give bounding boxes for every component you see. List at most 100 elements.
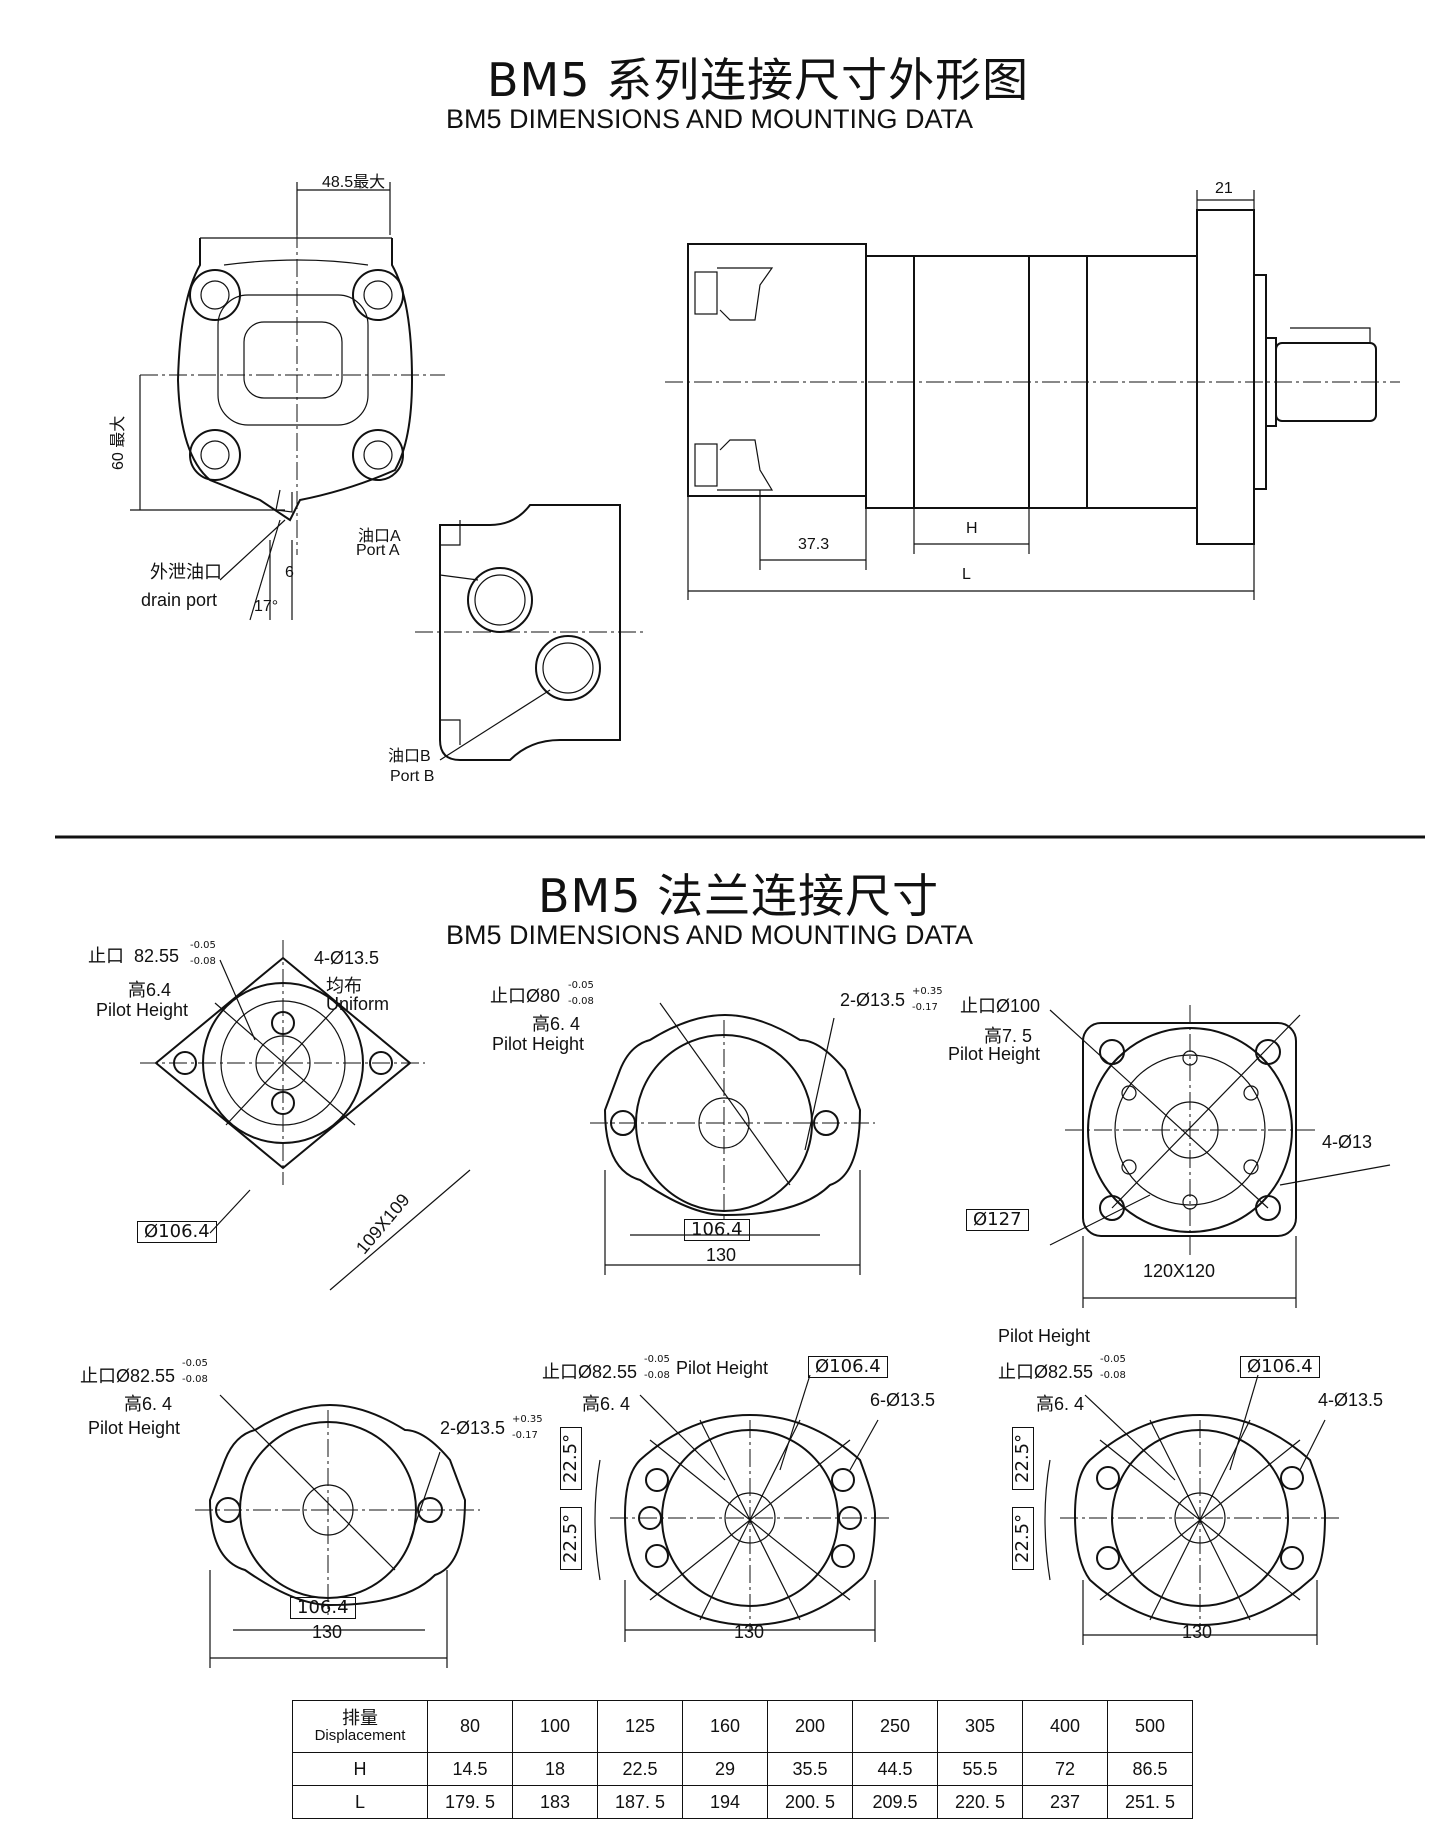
side-view bbox=[665, 190, 1400, 600]
drain-port-cn: 外泄油口 bbox=[150, 562, 222, 582]
flange-1-pilot: 止口 82.55 bbox=[88, 942, 179, 968]
table-cell: 250 bbox=[852, 1700, 938, 1753]
table-cell: 200. 5 bbox=[767, 1785, 853, 1819]
table-cell: 209.5 bbox=[852, 1785, 938, 1819]
table-cell: 160 bbox=[682, 1700, 768, 1753]
flange-3-drawing bbox=[1049, 1005, 1391, 1308]
flange-6-pilot-height: Pilot Height bbox=[998, 1326, 1091, 1346]
flange-2-tol-up: -0.05 bbox=[568, 980, 594, 991]
table-cell: 22.5 bbox=[597, 1752, 683, 1786]
flange-6-angle-b: 22.5° bbox=[1012, 1506, 1034, 1570]
table-cell: 194 bbox=[682, 1785, 768, 1819]
flange-2-height-cn: 高6. 4 bbox=[532, 1014, 581, 1034]
bolt-circle bbox=[189, 429, 241, 481]
port-b-circle bbox=[535, 635, 601, 701]
flange-5-height-cn: 高6. 4 bbox=[582, 1394, 631, 1414]
flange-6-drawing bbox=[1044, 1374, 1340, 1645]
table-cell: 220. 5 bbox=[937, 1785, 1023, 1819]
flange-4-hole-tol-up: +0.35 bbox=[512, 1414, 543, 1425]
table-cell: 251. 5 bbox=[1107, 1785, 1193, 1819]
flange-2-pilot-height: Pilot Height bbox=[492, 1034, 585, 1054]
table-cell: 200 bbox=[767, 1700, 853, 1753]
flange-1-tol-up: -0.05 bbox=[190, 940, 216, 951]
flange-5-tol-dn: -0.08 bbox=[644, 1370, 670, 1381]
flange-2-pilot: 止口Ø80 bbox=[490, 986, 561, 1006]
flange-4-width: 130 bbox=[312, 1622, 343, 1642]
port-a-cn: 油口A bbox=[358, 528, 401, 545]
front-view bbox=[130, 182, 445, 621]
flange-1-uniform-cn: 均布 bbox=[326, 976, 362, 996]
flange-4-pilot: 止口Ø82.55 bbox=[80, 1366, 176, 1386]
table-row-label: H bbox=[292, 1752, 428, 1786]
flange-2-holes: 2-Ø13.5 bbox=[840, 990, 906, 1010]
table-cell: 72 bbox=[1022, 1752, 1108, 1786]
port-a-en: Port A bbox=[356, 542, 400, 559]
dim-h: H bbox=[966, 520, 978, 537]
dim-37-3: 37.3 bbox=[798, 536, 830, 553]
flange-4-drawing bbox=[195, 1394, 480, 1668]
flange-5-tol-up: -0.05 bbox=[644, 1354, 670, 1365]
table-cell: 80 bbox=[427, 1700, 513, 1753]
flange-3-square: 120X120 bbox=[1143, 1261, 1216, 1281]
port-view bbox=[415, 504, 645, 761]
flange-5-angle-b: 22.5° bbox=[560, 1506, 582, 1570]
table-cell: 18 bbox=[512, 1752, 598, 1786]
section-2-title-en: BM5 DIMENSIONS AND MOUNTING DATA bbox=[446, 920, 974, 950]
flange-4-holes: 2-Ø13.5 bbox=[440, 1418, 506, 1438]
flange-3-holes: 4-Ø13 bbox=[1322, 1132, 1373, 1152]
table-header-cell: 排量 Displacement bbox=[292, 1700, 428, 1753]
flange-1-pilot-cn: 止口 bbox=[88, 946, 124, 966]
displacement-table: 排量 Displacement 80 100 125 160 200 250 3… bbox=[292, 1700, 1193, 1819]
table-row-l: L 179. 5 183 187. 5 194 200. 5 209.5 220… bbox=[292, 1785, 1193, 1819]
table-header-cn: 排量 bbox=[342, 1707, 378, 1728]
flange-4-tol-dn: -0.08 bbox=[182, 1374, 208, 1385]
bolt-circle bbox=[189, 269, 241, 321]
table-cell: 100 bbox=[512, 1700, 598, 1753]
flange-4-dia: 106.4 bbox=[290, 1597, 356, 1619]
table-cell: 55.5 bbox=[937, 1752, 1023, 1786]
flange-5-drawing bbox=[594, 1374, 890, 1642]
flange-3-pilot: 止口Ø100 bbox=[960, 996, 1041, 1016]
table-cell: 35.5 bbox=[767, 1752, 853, 1786]
dim-width-max: 48.5最大 bbox=[322, 174, 386, 191]
table-cell: 29 bbox=[682, 1752, 768, 1786]
table-cell: 179. 5 bbox=[427, 1785, 513, 1819]
table-cell: 500 bbox=[1107, 1700, 1193, 1753]
flange-6-angle-a: 22.5° bbox=[1012, 1426, 1034, 1490]
flange-2-hole-tol-dn: -0.17 bbox=[912, 1002, 938, 1013]
section-1-title-en: BM5 DIMENSIONS AND MOUNTING DATA bbox=[446, 104, 974, 134]
flange-1-pilot-height: Pilot Height bbox=[96, 1000, 189, 1020]
table-row-label: L bbox=[292, 1785, 428, 1819]
table-cell: 237 bbox=[1022, 1785, 1108, 1819]
flange-5-pilot: 止口Ø82.55 bbox=[542, 1362, 638, 1382]
section-1-title-cn: BM5 系列连接尺寸外形图 bbox=[487, 53, 1030, 107]
flange-1-dia: Ø106.4 bbox=[137, 1221, 217, 1243]
flange-2-dia: 106.4 bbox=[684, 1219, 750, 1241]
flange-6-height-cn: 高6. 4 bbox=[1036, 1394, 1085, 1414]
port-b-en: Port B bbox=[390, 768, 435, 785]
table-row-h: H 14.5 18 22.5 29 35.5 44.5 55.5 72 86.5 bbox=[292, 1752, 1193, 1786]
flange-6-holes: 4-Ø13.5 bbox=[1318, 1390, 1384, 1410]
section-2-title-cn: BM5 法兰连接尺寸 bbox=[538, 869, 940, 923]
table-header-en: Displacement bbox=[314, 1726, 406, 1744]
flange-6-width: 130 bbox=[1182, 1622, 1213, 1642]
flange-1-holes: 4-Ø13.5 bbox=[314, 948, 380, 968]
dim-l: L bbox=[962, 566, 971, 583]
dim-height-max: 60 最大 bbox=[110, 415, 127, 470]
flange-4-pilot-height: Pilot Height bbox=[88, 1418, 181, 1438]
table-cell: 305 bbox=[937, 1700, 1023, 1753]
bolt-circle bbox=[352, 269, 404, 321]
flange-4-hole-tol-dn: -0.17 bbox=[512, 1430, 538, 1441]
flange-5-pilot-height: Pilot Height bbox=[676, 1358, 769, 1378]
flange-1-tol-dn: -0.08 bbox=[190, 956, 216, 967]
bolt-circle bbox=[352, 429, 404, 481]
drain-port-en: drain port bbox=[141, 590, 218, 610]
table-cell: 44.5 bbox=[852, 1752, 938, 1786]
flange-3-dia: Ø127 bbox=[966, 1209, 1029, 1231]
flange-4-height-cn: 高6. 4 bbox=[124, 1394, 173, 1414]
table-cell: 187. 5 bbox=[597, 1785, 683, 1819]
flange-6-pilot: 止口Ø82.55 bbox=[998, 1362, 1094, 1382]
flange-2-tol-dn: -0.08 bbox=[568, 996, 594, 1007]
port-a-circle bbox=[467, 567, 533, 633]
